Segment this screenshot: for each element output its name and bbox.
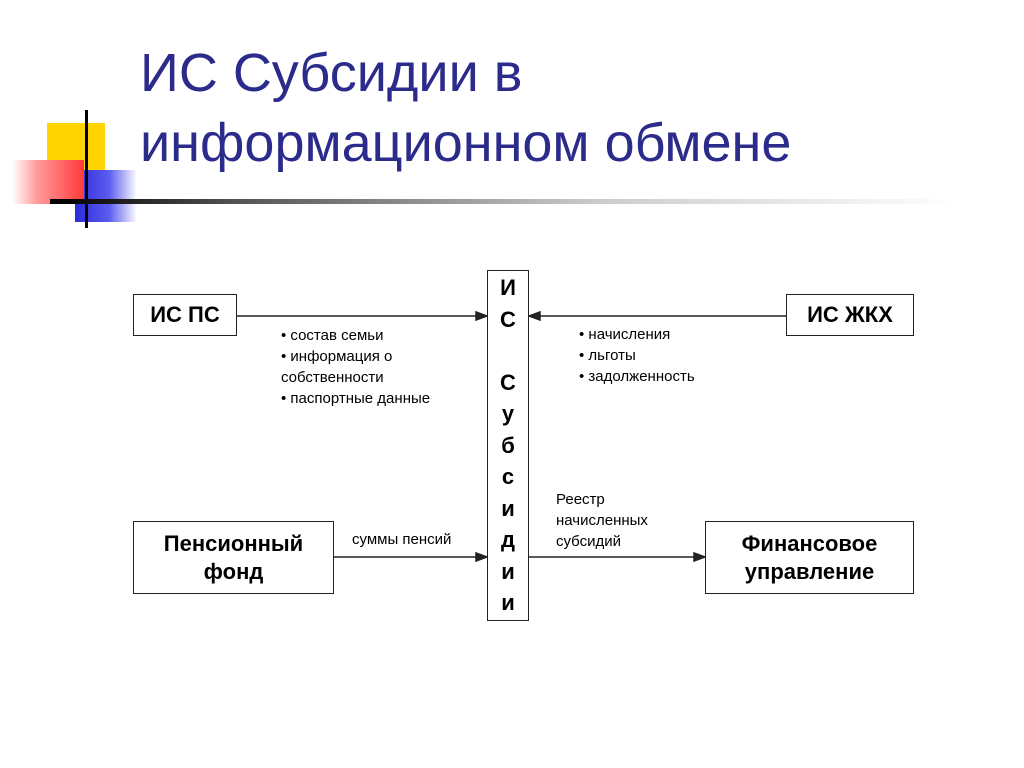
decor-vertical-line xyxy=(85,110,88,228)
node-finance-line-2: управление xyxy=(744,558,875,584)
node-finance-department: Финансовое управление xyxy=(705,521,914,594)
center-char: б xyxy=(501,432,515,458)
arrowhead-is-ps xyxy=(475,310,490,322)
list-item: задолженность xyxy=(579,366,759,387)
decor-red-square xyxy=(12,160,84,204)
center-char: И xyxy=(500,275,516,301)
arrowhead-pension xyxy=(475,551,490,563)
list-item: паспортные данные xyxy=(281,388,461,409)
node-finance-line-1: Финансовое xyxy=(741,530,878,556)
list-item: состав семьи xyxy=(281,325,461,346)
list-item: начисления xyxy=(579,324,759,345)
title-line-2: информационном обмене xyxy=(140,113,792,173)
center-char: с xyxy=(501,464,515,490)
page-title: ИС Субсидии в информационном обмене xyxy=(140,38,1000,178)
registry-line-2: начисленных xyxy=(556,512,648,529)
registry-line-1: Реестр xyxy=(556,491,605,508)
registry-flow-label: Реестр начисленных субсидий xyxy=(556,489,696,552)
is-zhkh-flow-list: начисления льготы задолженность xyxy=(579,324,759,387)
center-char: и xyxy=(501,558,515,584)
arrowhead-finance xyxy=(693,551,708,563)
list-item: льготы xyxy=(579,345,759,366)
node-is-zhkh: ИС ЖКХ xyxy=(786,294,914,336)
pension-flow-label: суммы пенсий xyxy=(352,531,452,548)
node-is-ps: ИС ПС xyxy=(133,294,237,336)
center-char: и xyxy=(501,590,515,616)
is-ps-flow-list: состав семьи информация о собственности … xyxy=(281,325,461,409)
node-is-ps-label: ИС ПС xyxy=(150,302,220,327)
node-is-subsidies: И С С у б с и д и и xyxy=(487,270,529,621)
title-line-1: ИС Субсидии в xyxy=(140,43,523,103)
node-pension-fund: Пенсионный фонд xyxy=(133,521,334,594)
node-is-zhkh-label: ИС ЖКХ xyxy=(807,302,893,327)
registry-line-3: субсидий xyxy=(556,533,621,550)
arrowhead-is-zhkh xyxy=(526,310,541,322)
node-pension-fund-line-2: фонд xyxy=(203,558,264,584)
center-char: С xyxy=(500,306,516,332)
center-char: С xyxy=(500,369,516,395)
list-item: информация о собственности xyxy=(281,346,461,388)
center-char: и xyxy=(501,495,515,521)
node-pension-fund-line-1: Пенсионный xyxy=(163,530,304,556)
center-char: у xyxy=(501,401,515,427)
center-char: д xyxy=(501,527,515,553)
title-underline xyxy=(60,199,960,204)
